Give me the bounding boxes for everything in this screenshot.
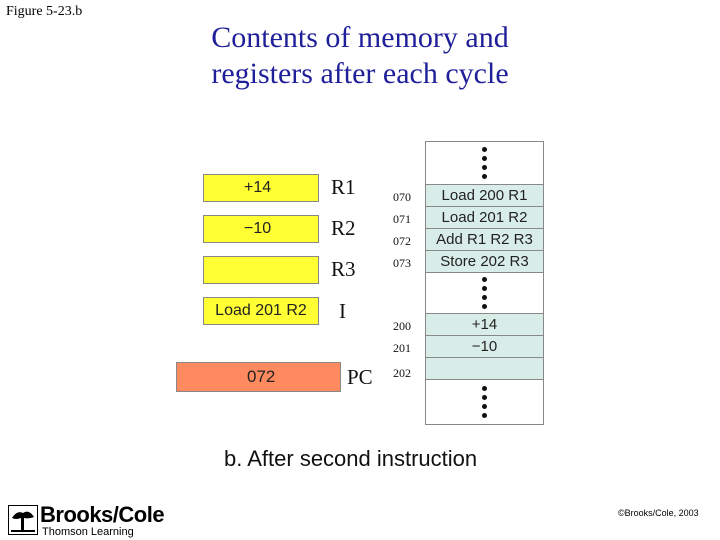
memory-address-071: 071 [393, 212, 411, 226]
program-counter-name: PC [347, 365, 373, 389]
program-counter-value: 072 [247, 367, 276, 386]
register-r2-name: R2 [331, 216, 356, 240]
memory-address-072: 072 [393, 234, 411, 248]
instruction-register: Load 201 R2 [203, 297, 319, 325]
program-counter: 072 [176, 362, 341, 392]
memory-address-073: 073 [393, 256, 411, 270]
memory-address-200: 200 [393, 319, 411, 333]
memory-cell-201: −10 [426, 335, 543, 357]
title-line-1: Contents of memory and [211, 21, 509, 54]
memory-cell-202 [426, 357, 543, 379]
ellipsis-icon [426, 145, 543, 181]
memory-gap-middle [426, 272, 543, 313]
title-line-2: registers after each cycle [211, 57, 509, 90]
figure-caption: b. After second instruction [224, 446, 478, 471]
register-r1-name: R1 [331, 175, 356, 199]
register-r1-value: +14 [244, 179, 272, 196]
logo-subtitle: Thomson Learning [42, 526, 134, 538]
ellipsis-icon [426, 384, 543, 420]
memory-address-070: 070 [393, 190, 411, 204]
copyright: ©Brooks/Cole, 2003 [618, 508, 699, 518]
register-r3-name: R3 [331, 257, 356, 281]
memory-cell-073: Store 202 R3 [426, 250, 543, 272]
tree-logo-icon [8, 505, 38, 535]
ellipsis-icon [426, 275, 543, 311]
memory-cell-071: Load 201 R2 [426, 206, 543, 228]
memory: Load 200 R1 Load 201 R2 Add R1 R2 R3 Sto… [425, 141, 544, 425]
memory-gap-top [426, 142, 543, 184]
memory-cell-200: +14 [426, 313, 543, 335]
memory-gap-bottom [426, 379, 543, 423]
memory-cell-072: Add R1 R2 R3 [426, 228, 543, 250]
page-title: Contents of memory and registers after e… [180, 20, 540, 92]
figure-label: Figure 5-23.b [6, 4, 83, 19]
logo-name: Brooks/Cole [40, 502, 165, 527]
memory-address-201: 201 [393, 341, 411, 355]
register-r3 [203, 256, 319, 284]
register-r2-value: −10 [244, 220, 272, 237]
register-r2: −10 [203, 215, 319, 243]
instruction-register-value: Load 201 R2 [215, 302, 307, 319]
memory-address-202: 202 [393, 366, 411, 380]
instruction-register-name: I [339, 299, 346, 323]
memory-cell-070: Load 200 R1 [426, 184, 543, 206]
register-r1: +14 [203, 174, 319, 202]
